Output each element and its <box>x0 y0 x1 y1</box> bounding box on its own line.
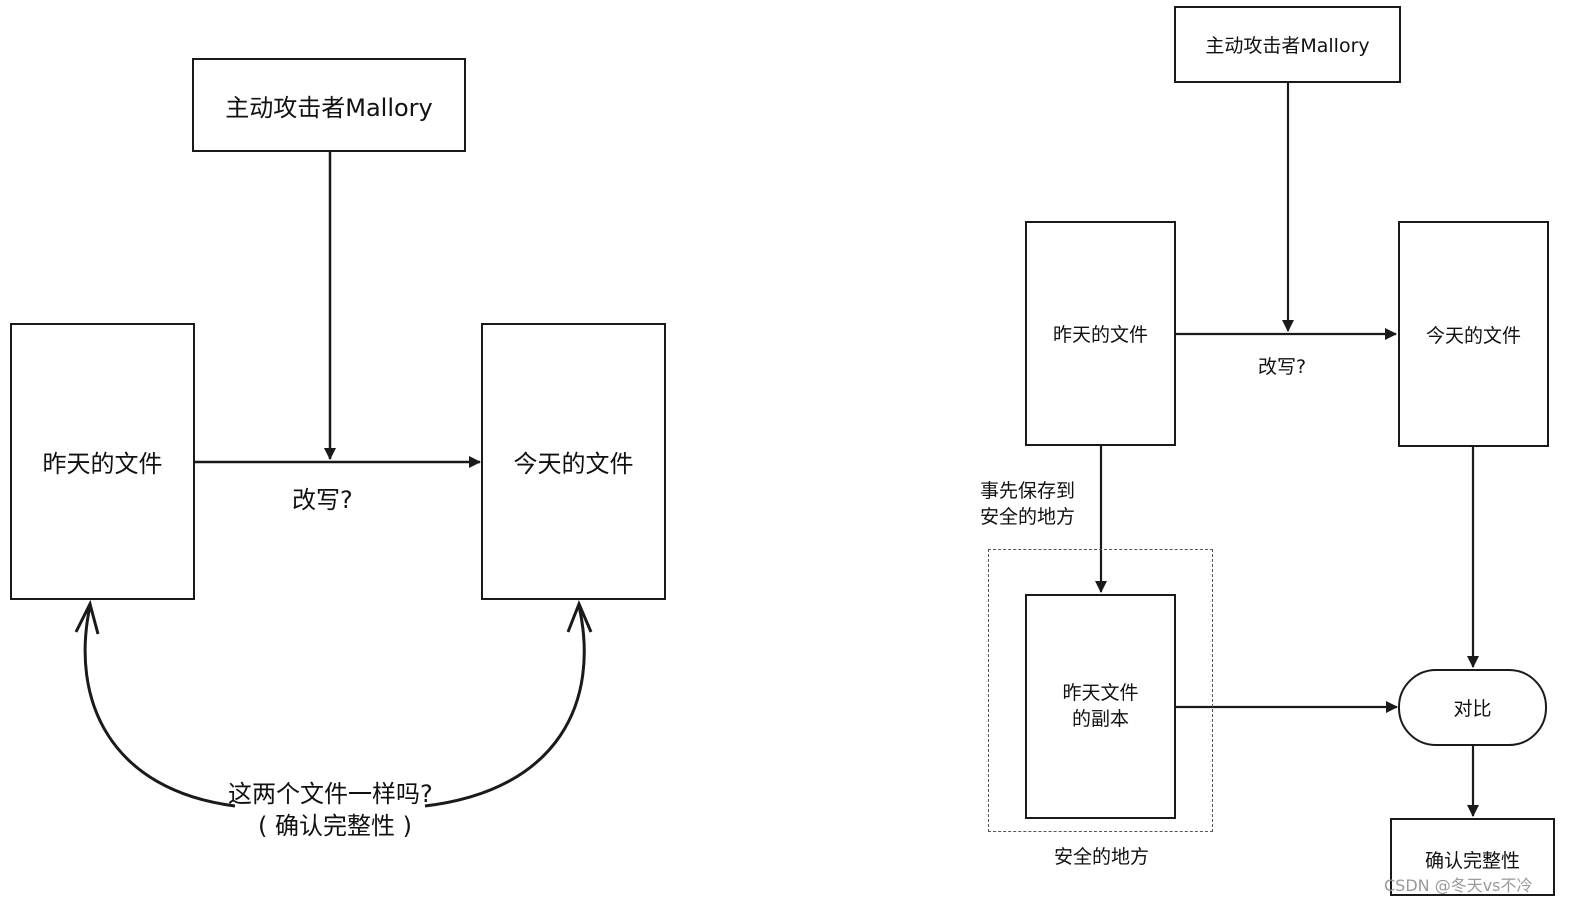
left-attacker-label: 主动攻击者Mallory <box>225 93 433 122</box>
left-yesterday-file-label: 昨天的文件 <box>42 450 163 478</box>
compare-node: 对比 <box>1398 669 1547 746</box>
confirm-integrity-label: 确认完整性 <box>1424 850 1520 872</box>
left-rewrite-label: 改写? <box>292 486 353 514</box>
safe-place-caption: 安全的地方 <box>1054 846 1150 868</box>
yesterday-copy-box: 昨天文件 的副本 <box>1025 594 1176 819</box>
right-save-note-line2: 安全的地方 <box>980 505 1076 528</box>
right-yesterday-file-box: 昨天的文件 <box>1025 221 1176 446</box>
yesterday-copy-label-line2: 的副本 <box>1071 707 1129 730</box>
left-compare-curve-left <box>83 605 236 808</box>
right-today-file-label: 今天的文件 <box>1425 324 1521 347</box>
right-save-note: 事先保存到 安全的地方 <box>980 479 1075 530</box>
right-save-note-line1: 事先保存到 <box>980 480 1076 502</box>
left-compare-arrowhead-left <box>74 599 100 635</box>
right-rewrite-label: 改写? <box>1258 356 1307 378</box>
yesterday-copy-label-line1: 昨天文件 <box>1062 681 1139 704</box>
left-question-line1: 这两个文件一样吗? <box>228 780 433 808</box>
right-attacker-box: 主动攻击者Mallory <box>1174 6 1401 83</box>
safe-place-region <box>988 549 1213 832</box>
left-question-line2: ( 确认完整性 ) <box>258 812 412 840</box>
watermark: CSDN @冬天vs不冷 <box>1384 876 1533 895</box>
compare-label: 对比 <box>1453 698 1492 720</box>
right-today-file-box: 今天的文件 <box>1398 221 1549 447</box>
left-attacker-box: 主动攻击者Mallory <box>192 58 466 152</box>
right-yesterday-file-label: 昨天的文件 <box>1052 324 1148 346</box>
right-attacker-label: 主动攻击者Mallory <box>1205 35 1370 57</box>
left-compare-curve-right <box>424 605 586 808</box>
confirm-integrity-box: 确认完整性 <box>1390 818 1555 896</box>
left-today-file-box: 今天的文件 <box>481 323 666 600</box>
left-today-file-label: 今天的文件 <box>513 450 634 478</box>
left-yesterday-file-box: 昨天的文件 <box>10 323 195 600</box>
left-compare-arrowhead-right <box>566 600 593 633</box>
